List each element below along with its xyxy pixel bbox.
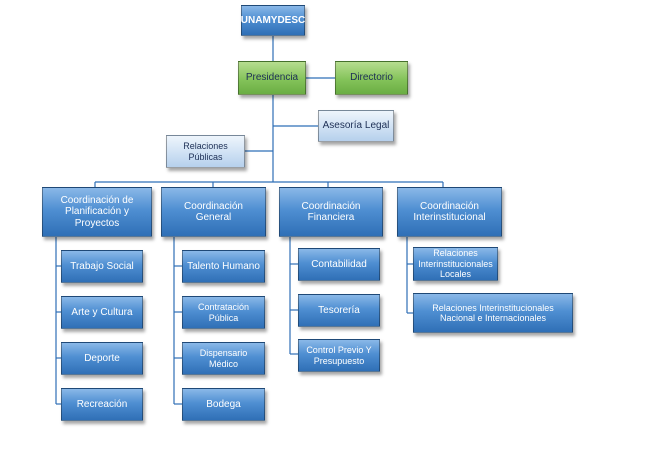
relaciones-locales-box: Relaciones Interinstitucionales Locales — [413, 247, 498, 281]
coordinacion-planificacion-box: Coordinación de Planificación y Proyecto… — [42, 187, 152, 237]
coordinacion-financiera-box: Coordinación Financiera — [279, 187, 383, 237]
asesoria-legal-box: Asesoría Legal — [318, 110, 394, 142]
talento-humano-box: Talento Humano — [182, 250, 265, 283]
trabajo-social-box: Trabajo Social — [61, 250, 143, 283]
presidencia-box: Presidencia — [238, 61, 306, 95]
bodega-box: Bodega — [182, 388, 265, 421]
dispensario-medico-box: Dispensario Médico — [182, 342, 265, 375]
recreacion-box: Recreación — [61, 388, 143, 421]
contratacion-publica-box: Contratación Pública — [182, 296, 265, 329]
relaciones-publicas-box: Relaciones Públicas — [166, 135, 245, 168]
directorio-box: Directorio — [335, 61, 408, 95]
relaciones-nacional-box: Relaciones Interinstitucionales Nacional… — [413, 293, 573, 333]
tesoreria-box: Tesorería — [298, 294, 380, 327]
control-previo-box: Control Previo Y Presupuesto — [298, 339, 380, 372]
contabilidad-box: Contabilidad — [298, 248, 380, 281]
deporte-box: Deporte — [61, 342, 143, 375]
arte-cultura-box: Arte y Cultura — [61, 296, 143, 329]
root-box: UNAMYDESC — [241, 5, 305, 36]
coordinacion-interinstitucional-box: Coordinación Interinstitucional — [397, 187, 502, 237]
coordinacion-general-box: Coordinación General — [161, 187, 266, 237]
